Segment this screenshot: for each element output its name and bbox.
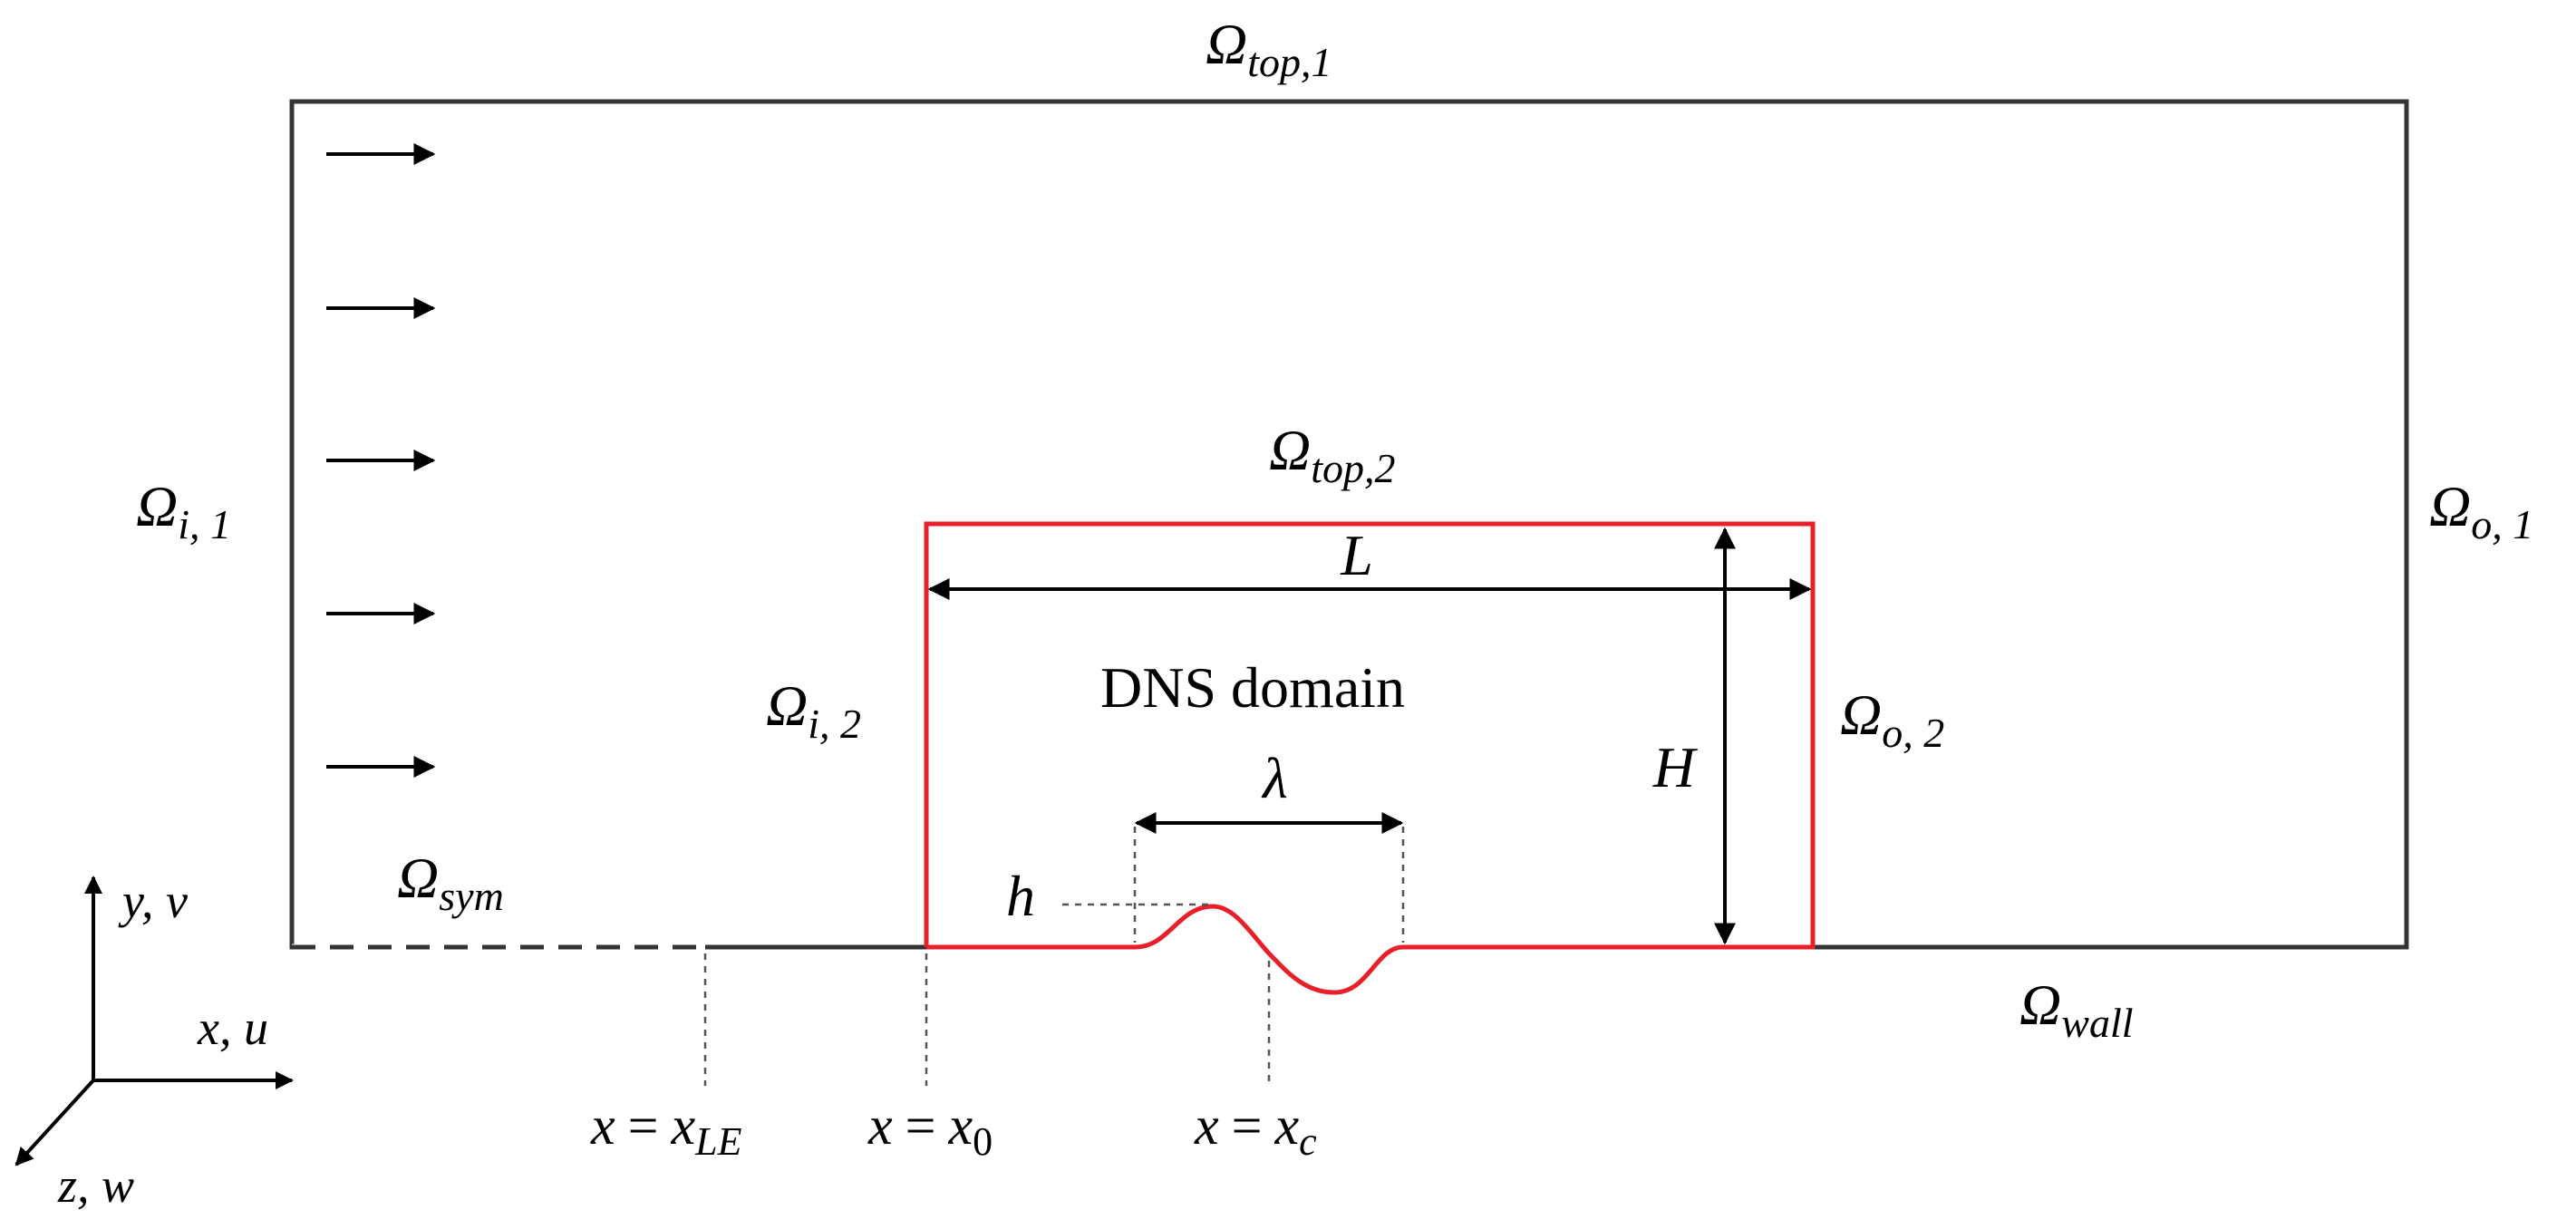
label-omega-inlet-1: Ωi, 1: [136, 474, 231, 547]
axis-label-y-v: y, v: [118, 874, 188, 928]
label-h: h: [1006, 864, 1035, 928]
label-omega-inlet-2: Ωi, 2: [766, 673, 861, 747]
dns-domain-boundary: [924, 521, 1816, 995]
label-omega-outlet-2: Ωo, 2: [1840, 682, 1944, 756]
inflow-arrows: [326, 143, 436, 778]
label-x-eq-xc: x=xc: [1194, 1096, 1317, 1164]
label-omega-outlet-1: Ωo, 1: [2429, 474, 2533, 547]
label-lambda: λ: [1261, 746, 1288, 810]
label-x-eq-x0: x=x0: [867, 1096, 993, 1164]
axis-label-z-w: z, w: [57, 1158, 134, 1213]
label-x-eq-xle: x=xLE: [590, 1096, 742, 1164]
label-omega-top-1: Ωtop,1: [1206, 12, 1332, 85]
z-axis-arrow: [15, 1079, 95, 1166]
outer-domain: [289, 99, 2409, 951]
label-omega-wall: Ωwall: [2019, 973, 2134, 1046]
label-H: H: [1652, 735, 1699, 799]
coordinate-axes: [15, 876, 294, 1166]
axis-label-x-u: x, u: [197, 1001, 268, 1055]
guide-lines: [703, 827, 1405, 1086]
label-L: L: [1340, 523, 1373, 587]
label-omega-top-2: Ωtop,2: [1269, 418, 1396, 491]
label-omega-sym: Ωsym: [397, 846, 504, 919]
dns-domain-label: DNS domain: [1100, 655, 1405, 720]
